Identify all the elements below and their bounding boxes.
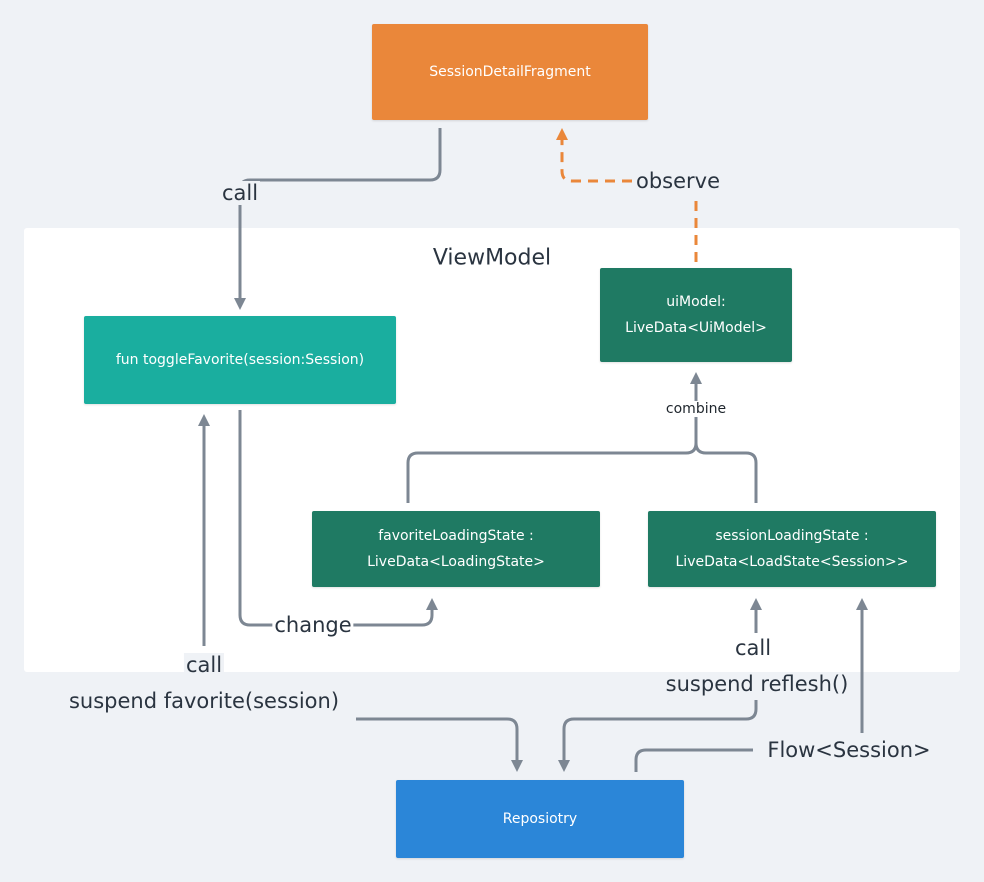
call-label-top: call <box>219 181 261 205</box>
favorite-state-line-2: LiveData<LoadingState> <box>367 554 545 570</box>
flow-session-label: Flow<Session> <box>765 738 933 762</box>
repository-label: Reposiotry <box>502 811 578 827</box>
edge-combine-favorite <box>406 372 702 503</box>
fragment-label: SessionDetailFragment <box>429 64 591 80</box>
toggle-favorite-label: fun toggleFavorite(session:Session) <box>115 352 365 368</box>
edge-refresh-to-repo <box>558 700 758 772</box>
change-label: change <box>272 613 354 637</box>
observe-label: observe <box>633 169 723 193</box>
viewmodel-group-label: ViewModel <box>432 245 552 271</box>
suspend-refresh-label: suspend reflesh() <box>663 672 851 696</box>
edge-combine-session <box>694 442 758 503</box>
edge-flow-to-session <box>634 748 753 772</box>
suspend-favorite-label: suspend favorite(session) <box>66 689 342 713</box>
ui-model-line-1: uiModel: <box>666 294 726 310</box>
toggle-favorite-node: fun toggleFavorite(session:Session) <box>84 316 396 404</box>
session-state-line-1: sessionLoadingState : <box>715 528 869 544</box>
session-detail-fragment-node: SessionDetailFragment <box>372 24 648 120</box>
favorite-loading-state-node: favoriteLoadingState : LiveData<LoadingS… <box>312 511 600 587</box>
call-favorite-label: call <box>183 653 225 677</box>
viewmodel-group <box>24 228 960 672</box>
session-state-line-2: LiveData<LoadState<Session>> <box>675 554 909 570</box>
session-loading-state-node: sessionLoadingState : LiveData<LoadState… <box>648 511 936 587</box>
ui-model-line-2: LiveData<UiModel> <box>625 320 767 336</box>
call-refresh-label: call <box>732 636 774 660</box>
repository-node: Reposiotry <box>396 780 684 858</box>
edge-favorite-to-repo <box>356 717 523 772</box>
edge-observe-uimodel-to-fragment <box>562 134 698 262</box>
edge-call-fragment-to-toggle <box>234 128 442 310</box>
favorite-state-line-1: favoriteLoadingState : <box>378 528 534 544</box>
combine-label: combine <box>663 401 729 417</box>
ui-model-node: uiModel: LiveData<UiModel> <box>600 268 792 362</box>
